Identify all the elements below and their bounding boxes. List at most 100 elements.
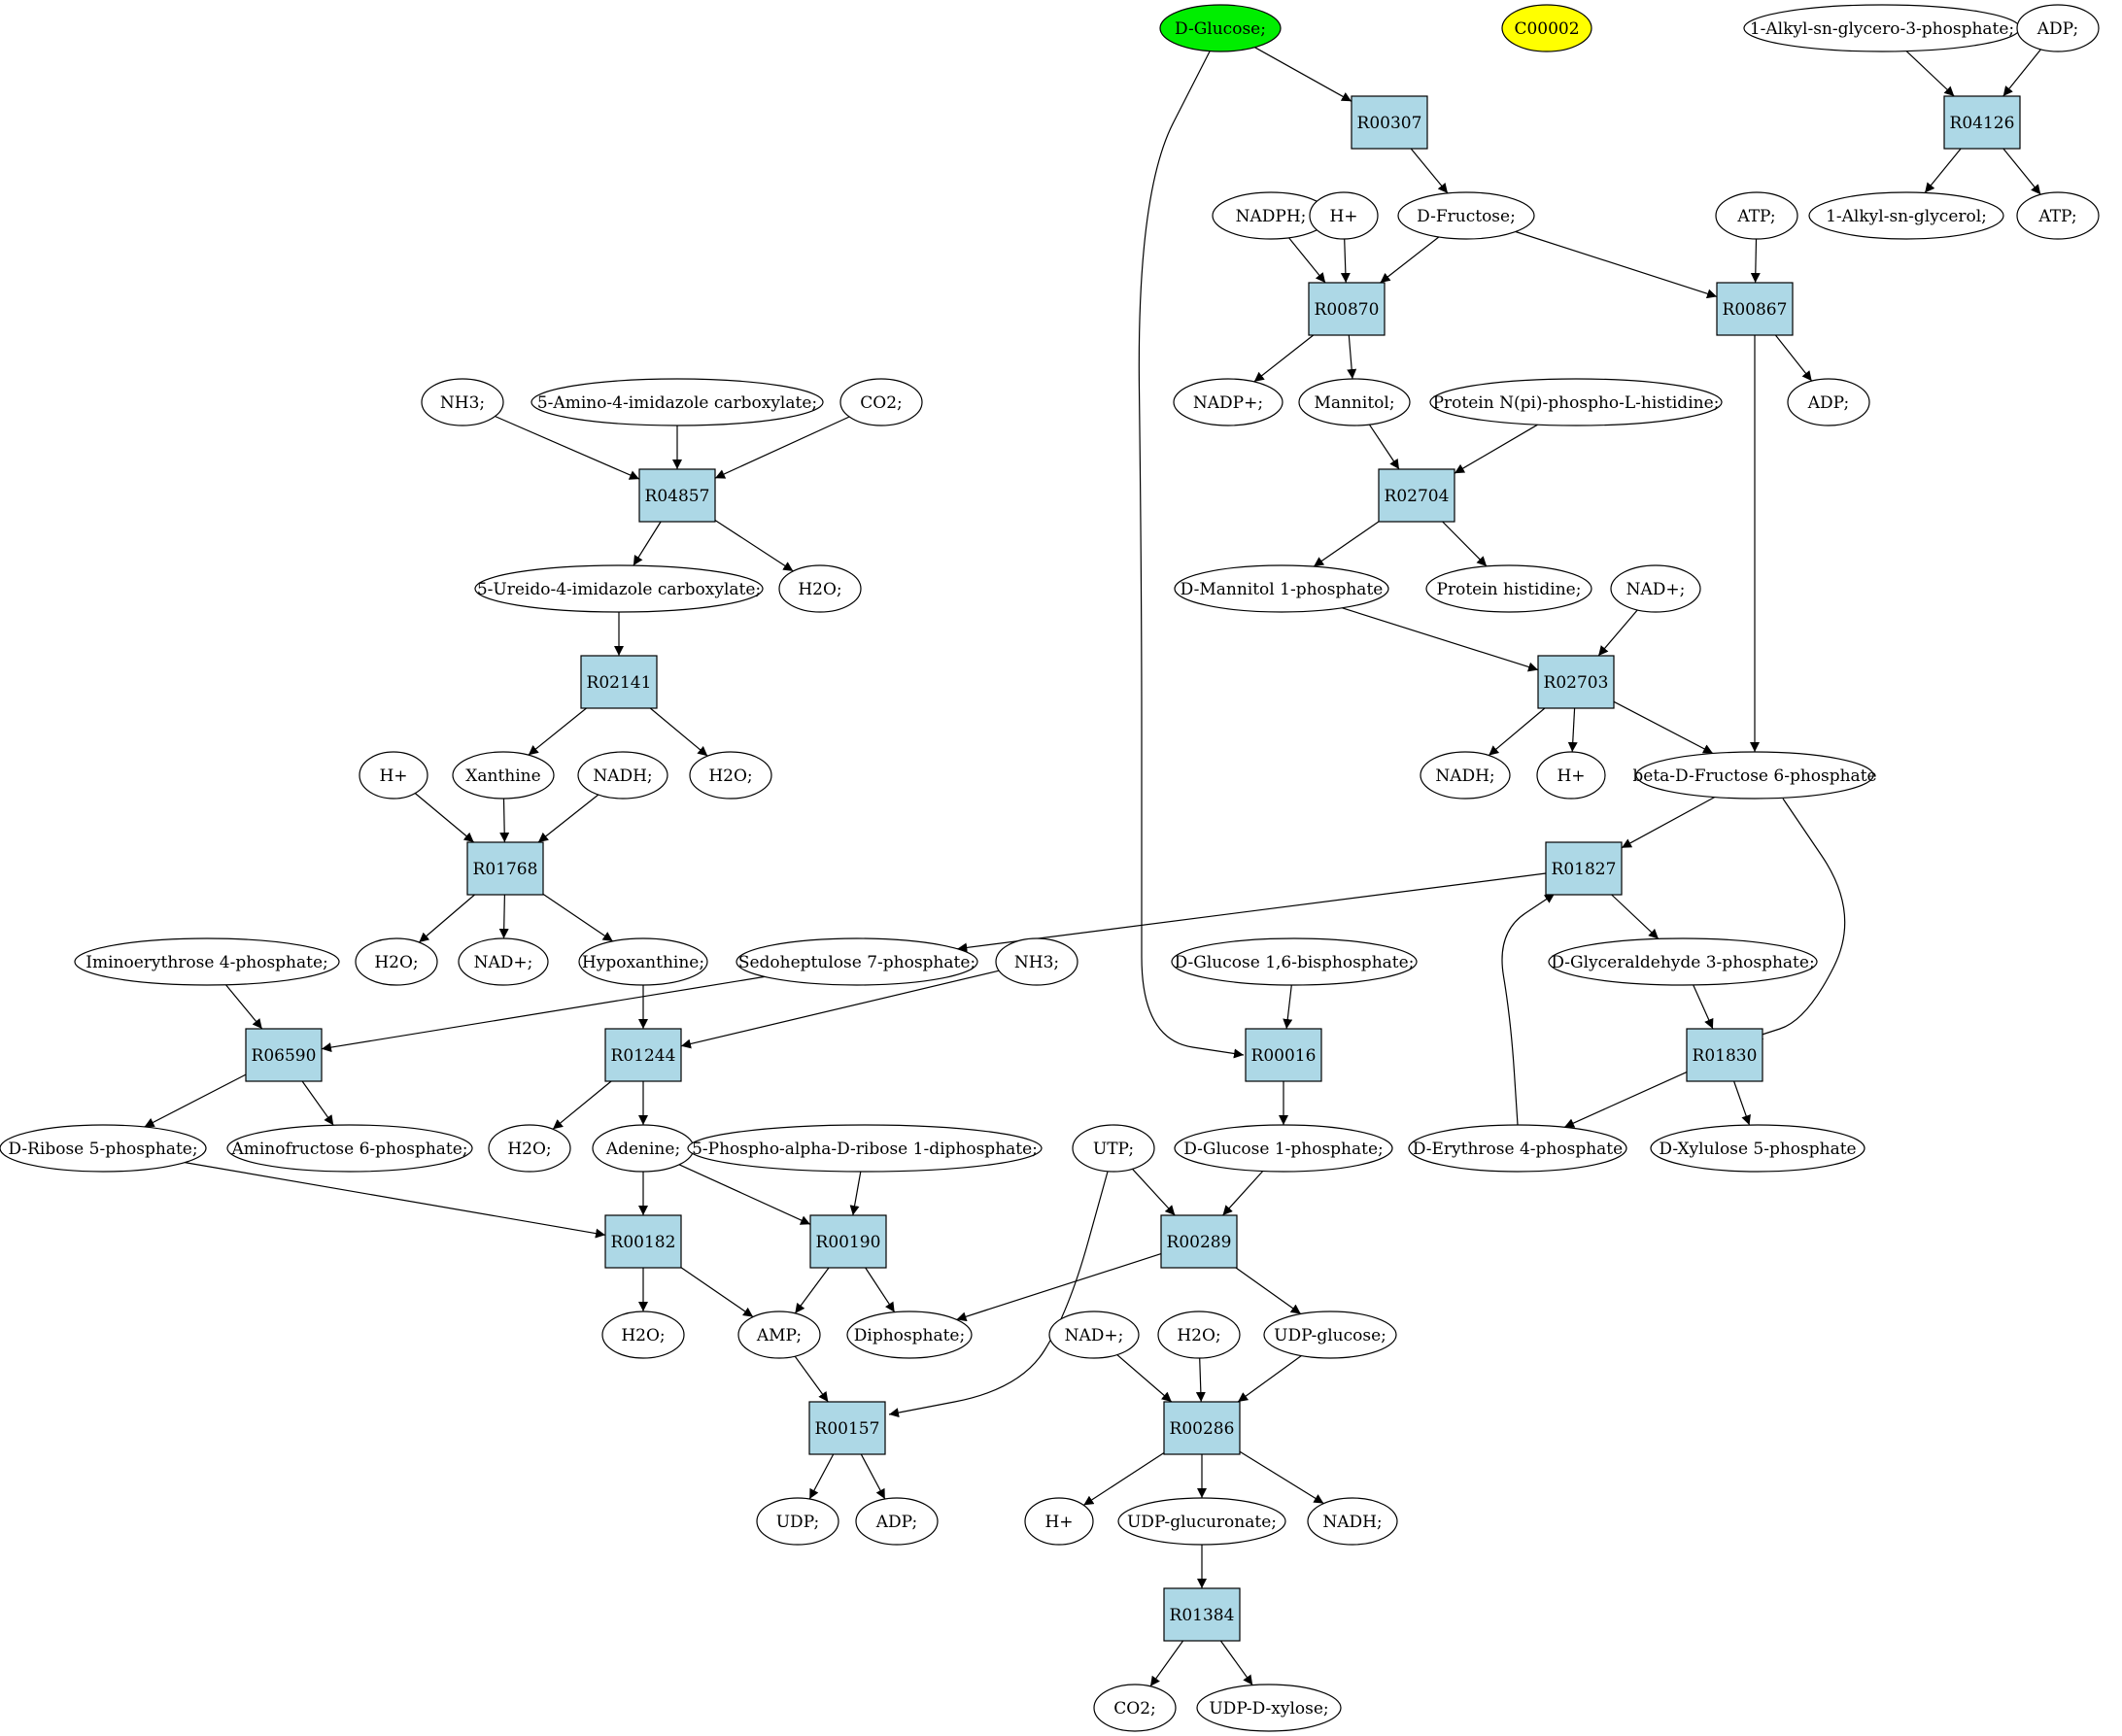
compound-ellipse <box>1173 378 1283 426</box>
compound-ellipse <box>846 1311 973 1359</box>
edge-dr5p-to-r00182 <box>185 1162 606 1239</box>
node-label: H2O; <box>507 1140 551 1159</box>
edge-r00870-to-mannitol <box>1347 334 1357 380</box>
node-label: NH3; <box>1014 953 1059 972</box>
compound-ellipse <box>226 1124 473 1173</box>
node-label: H2O; <box>708 766 752 786</box>
compound-ellipse <box>756 1497 839 1546</box>
compound-node-adp2: ADP; <box>1787 378 1870 426</box>
node-label: D-Glucose 1,6-bisphosphate; <box>1175 953 1415 972</box>
node-label: R00286 <box>1170 1419 1235 1439</box>
compound-ellipse <box>74 937 340 986</box>
node-label: R00289 <box>1167 1233 1232 1252</box>
edge-r02703-to-nadh2 <box>1488 707 1546 757</box>
node-label: AMP; <box>756 1326 802 1345</box>
compound-ellipse <box>1425 564 1592 613</box>
compound-node-hplus2: H+ <box>359 751 428 800</box>
reaction-box <box>604 1028 682 1082</box>
compound-ellipse <box>1420 751 1511 800</box>
node-label: R00870 <box>1315 300 1380 320</box>
edge-r04126-to-alkylglycerol <box>1924 148 1962 193</box>
compound-node-hplus4: H+ <box>1024 1497 1094 1546</box>
compound-node-mannitol: Mannitol; <box>1298 378 1411 426</box>
node-label: 1-Alkyl-sn-glycerol; <box>1826 207 1987 226</box>
compound-node-adp3: ADP; <box>855 1497 939 1546</box>
compound-ellipse <box>1159 4 1282 52</box>
node-label: Iminoerythrose 4-phosphate; <box>86 953 328 972</box>
compound-ellipse <box>1536 751 1606 800</box>
edge-dg1p-to-r00289 <box>1222 1171 1264 1216</box>
node-label: UDP; <box>776 1513 820 1532</box>
node-label: NAD+; <box>1626 580 1686 599</box>
compound-node-aminof6p: Aminofructose 6-phosphate; <box>226 1124 473 1173</box>
reaction-box <box>1160 1214 1238 1269</box>
compound-ellipse <box>1117 1497 1286 1546</box>
compound-ellipse <box>2016 191 2100 240</box>
node-label: D-Glucose 1-phosphate; <box>1183 1140 1384 1159</box>
compound-node-dg16bp: D-Glucose 1,6-bisphosphate; <box>1171 937 1418 986</box>
edge-r04126-to-atp2 <box>2002 148 2041 195</box>
node-label: H2O; <box>621 1326 665 1345</box>
node-label: D-Mannitol 1-phosphate <box>1181 580 1384 599</box>
edge-r02704-to-prothis <box>1442 521 1488 567</box>
node-label: CO2; <box>1113 1699 1156 1719</box>
compound-ellipse <box>1548 937 1818 986</box>
edge-nadh1-to-r01768 <box>537 794 599 843</box>
compound-ellipse <box>488 1124 571 1173</box>
edge-r02704-to-dmannitol1p <box>1313 521 1380 567</box>
reaction-box <box>1943 95 2021 150</box>
compound-ellipse <box>687 1124 1043 1173</box>
compound-ellipse <box>1196 1684 1342 1732</box>
edge-r02703-to-hplus3 <box>1567 707 1578 753</box>
edge-r00286-to-nadh3 <box>1239 1450 1324 1505</box>
node-label: H+ <box>1329 207 1357 226</box>
node-label: 5-Ureido-4-imidazole carboxylate; <box>477 580 761 599</box>
compound-node-amp: AMP; <box>737 1311 821 1359</box>
compound-ellipse <box>1635 751 1874 800</box>
compound-node-nadplus1: NAD+; <box>1610 564 1701 613</box>
edge-dg16bp-to-r00016 <box>1283 984 1293 1030</box>
edge-r02703-to-bdf6p <box>1613 700 1714 755</box>
edge-nadph-to-r00870 <box>1288 237 1326 284</box>
compound-node-prpp: 5-Phospho-alpha-D-ribose 1-diphosphate; <box>687 1124 1043 1173</box>
edge-r00289-to-udpglucose <box>1235 1267 1302 1314</box>
reaction-node-r01244: R01244 <box>604 1028 682 1082</box>
compound-node-alkylg3p: 1-Alkyl-sn-glycero-3-phosphate; <box>1743 4 2021 52</box>
compound-ellipse <box>1429 378 1723 426</box>
compound-ellipse <box>778 564 862 613</box>
edge-r01830-to-de4p <box>1563 1072 1688 1128</box>
compound-ellipse <box>0 1124 207 1173</box>
compound-node-h2o_6: H2O; <box>1157 1311 1241 1359</box>
compound-node-udpglucose: UDP-glucose; <box>1263 1311 1397 1359</box>
node-label: 5-Phospho-alpha-D-ribose 1-diphosphate; <box>692 1140 1038 1159</box>
edge-r02141-to-xanthine <box>528 707 587 756</box>
node-label: R00157 <box>815 1419 880 1439</box>
compound-ellipse <box>1715 191 1798 240</box>
compound-node-hplus1: H+ <box>1309 191 1379 240</box>
reaction-box <box>1545 841 1623 896</box>
edge-bdf6p-to-r01827 <box>1621 797 1715 849</box>
compound-node-dmannitol1p: D-Mannitol 1-phosphate <box>1174 564 1389 613</box>
compound-ellipse <box>530 378 824 426</box>
edge-r02141-to-h2o_2 <box>649 707 708 757</box>
edge-dglucose-to-r00016 <box>1138 51 1245 1059</box>
node-label: Sedoheptulose 7-phosphate; <box>738 953 975 972</box>
reaction-box <box>1378 468 1455 523</box>
node-label: beta-D-Fructose 6-phosphate <box>1632 766 1876 786</box>
compound-node-atp2: ATP; <box>2016 191 2100 240</box>
node-label: R01768 <box>473 860 538 879</box>
compound-node-udpgluc: UDP-glucuronate; <box>1117 1497 1286 1546</box>
reaction-node-r01768: R01768 <box>466 841 544 896</box>
reaction-node-r04126: R04126 <box>1943 95 2021 150</box>
compound-node-h2o_5: H2O; <box>601 1311 685 1359</box>
edge-r01768-to-hypoxanthine <box>542 893 614 942</box>
compound-ellipse <box>689 751 772 800</box>
compound-ellipse <box>1501 4 1592 52</box>
node-label: UDP-glucuronate; <box>1127 1513 1277 1532</box>
compound-node-de4p: D-Erythrose 4-phosphate <box>1408 1124 1627 1173</box>
node-label: Mannitol; <box>1314 393 1394 413</box>
node-label: ADP; <box>2036 19 2078 39</box>
compound-node-nadph: NADPH; <box>1212 191 1330 240</box>
